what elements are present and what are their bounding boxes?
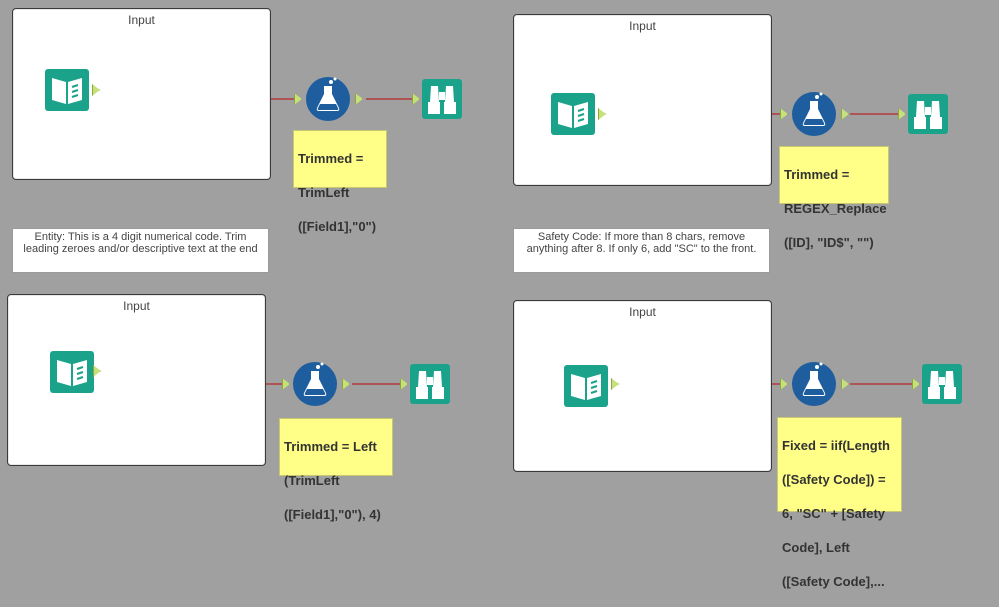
input-tool-1[interactable] — [44, 68, 90, 112]
annotation-line: ([Field1],"0") — [298, 219, 377, 234]
book-open-icon — [45, 69, 89, 111]
flask-icon — [792, 362, 836, 406]
annotation-line: 6, "SC" + [Safety — [782, 506, 886, 521]
container-title: Input — [629, 19, 656, 33]
browse-tool-4[interactable] — [921, 363, 963, 405]
input-tool-2[interactable] — [550, 92, 596, 136]
annotation-line: ([Safety Code]) = — [782, 472, 886, 487]
formula-tool-3[interactable] — [292, 361, 338, 407]
formula-tool-4[interactable] — [791, 361, 837, 407]
annotation-line: Trimmed = Left — [284, 439, 377, 454]
book-open-icon — [551, 93, 595, 135]
binoculars-icon — [922, 364, 962, 404]
formula-annotation-3: Trimmed = Left (TrimLeft ([Field1],"0"),… — [279, 418, 393, 522]
annotation-line: ([Field1],"0"), 4) — [284, 507, 381, 522]
input-tool-4[interactable] — [563, 364, 609, 408]
book-open-icon — [564, 365, 608, 407]
annotation-line: ([Safety Code],... — [782, 574, 885, 589]
formula-annotation-1: Trimmed = TrimLeft ([Field1],"0") — [293, 130, 387, 234]
binoculars-icon — [422, 79, 462, 119]
browse-tool-1[interactable] — [421, 78, 463, 120]
formula-annotation-4: Fixed = iif(Length ([Safety Code]) = 6, … — [777, 417, 902, 589]
book-open-icon — [50, 351, 94, 393]
formula-tool-2[interactable] — [791, 91, 837, 137]
container-title: Input — [128, 13, 155, 27]
annotation-line: Code], Left — [782, 540, 850, 555]
flask-icon — [293, 362, 337, 406]
flask-icon — [306, 77, 350, 121]
browse-tool-3[interactable] — [409, 363, 451, 405]
formula-annotation-2: Trimmed = REGEX_Replace ([ID], "ID$", ""… — [779, 146, 889, 250]
browse-tool-2[interactable] — [907, 93, 949, 135]
comment-box-1[interactable]: Entity: This is a 4 digit numerical code… — [12, 228, 269, 273]
binoculars-icon — [410, 364, 450, 404]
flask-icon — [792, 92, 836, 136]
container-title: Input — [629, 305, 656, 319]
annotation-line: ([ID], "ID$", "") — [784, 235, 874, 250]
input-tool-3[interactable] — [49, 350, 95, 394]
annotation-line: TrimLeft — [298, 185, 350, 200]
formula-tool-1[interactable] — [305, 76, 351, 122]
annotation-line: (TrimLeft — [284, 473, 340, 488]
annotation-line: Trimmed = — [784, 167, 850, 182]
input-container-4[interactable]: Input — [513, 300, 772, 472]
annotation-line: REGEX_Replace — [784, 201, 887, 216]
input-container-3[interactable]: Input — [7, 294, 266, 466]
annotation-line: Trimmed = — [298, 151, 364, 166]
container-title: Input — [123, 299, 150, 313]
annotation-line: Fixed = iif(Length — [782, 438, 890, 453]
comment-box-2[interactable]: Safety Code: If more than 8 chars, remov… — [513, 228, 770, 273]
binoculars-icon — [908, 94, 948, 134]
